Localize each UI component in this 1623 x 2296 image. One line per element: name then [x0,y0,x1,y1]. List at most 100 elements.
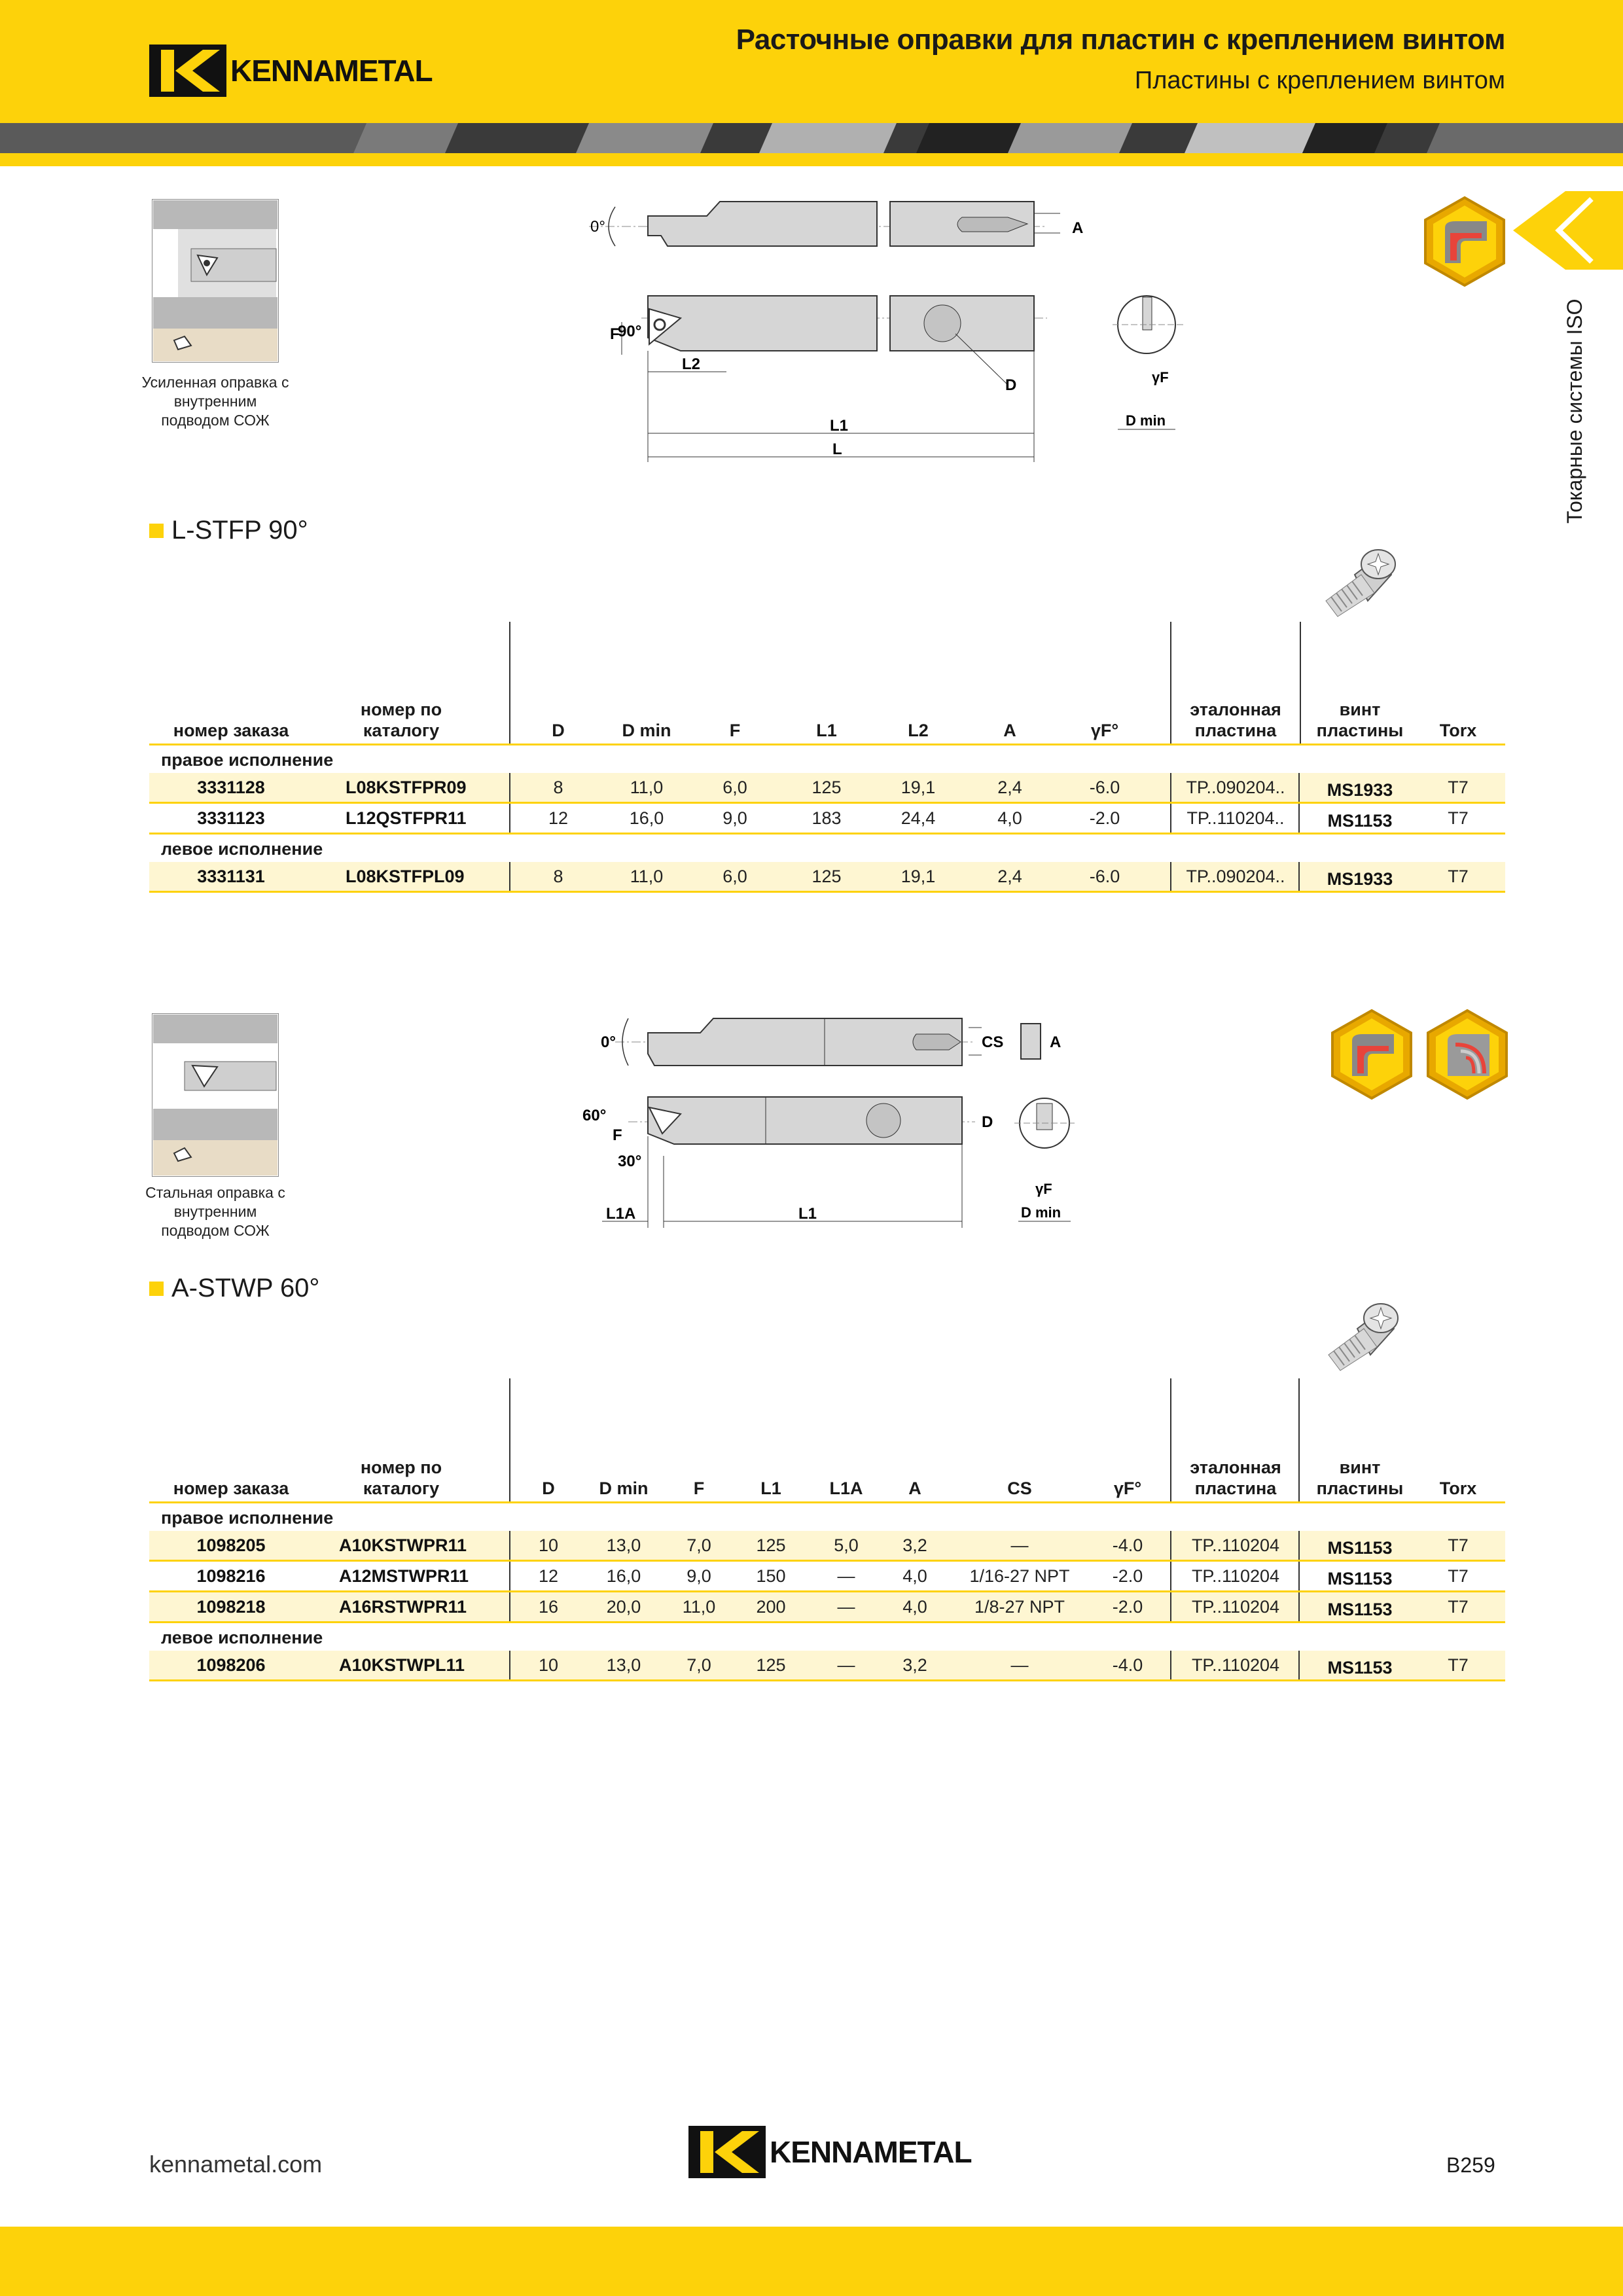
table-group-label: правое исполнение [149,745,1505,773]
table-cell: 24,4 [901,808,936,828]
table-cell: T7 [1448,1566,1469,1586]
table-cell: A10KSTWPL11 [339,1655,465,1675]
table-cell: 3331123 [197,808,265,828]
table-cell: TP..090204.. [1186,778,1285,797]
section1-table: номер заказа номер по каталогу D D min F… [149,622,1505,893]
col-cs: CS [1007,1479,1032,1498]
table-cell: TP..110204 [1191,1655,1280,1675]
table-cell: 1098216 [196,1566,266,1586]
table-cell: 150 [756,1566,786,1586]
table-cell: 2,4 [997,778,1022,797]
table-cell: 9,0 [687,1566,711,1586]
table-header: номер заказа номер по каталогу D D min F… [149,1378,1505,1503]
footer-logo[interactable]: KENNAMETAL [688,2126,972,2178]
svg-text:90°: 90° [618,323,641,340]
header-logo[interactable]: KENNAMETAL [149,45,433,97]
kennametal-k-icon [688,2126,766,2178]
table-cell: 2,4 [997,867,1022,886]
col-a: A [908,1479,921,1498]
table-cell: 6,0 [722,867,747,886]
table-cell: MS1153 [1327,1538,1393,1558]
table-cell: MS1933 [1327,869,1393,889]
screw-icon [1318,1283,1410,1374]
footer-logo-text: KENNAMETAL [770,2135,972,2169]
table-cell: T7 [1448,1597,1469,1617]
table-cell: MS1153 [1327,1600,1393,1619]
group-label-text: левое исполнение [161,1628,323,1647]
group-label-text: левое исполнение [161,839,323,859]
page-number: B259 [1446,2153,1495,2177]
col-d: D [552,721,565,740]
table-cell: A10KSTWPR11 [339,1535,467,1555]
section2-tool-drawing: 0° CS A 60° F 30° D L1A L1 γF D min [576,1005,1099,1228]
table-cell: TP..110204 [1191,1597,1280,1617]
svg-text:0°: 0° [590,218,605,236]
section1-title: L-STFP 90° [171,516,308,545]
table-cell: 8 [553,778,563,797]
table-cell: TP..110204 [1191,1566,1280,1586]
table-cell: 7,0 [687,1535,711,1555]
table-cell: 16,0 [606,1566,641,1586]
table-cell: 19,1 [901,867,936,886]
table-cell: -2.0 [1089,808,1120,828]
col-order-no: номер заказа [173,1479,289,1498]
col-l1a: L1A [829,1479,863,1498]
section1-heading: L-STFP 90° [149,516,308,545]
screw-icon [1315,529,1407,620]
svg-text:A: A [1072,219,1083,237]
table-cell: -6.0 [1089,867,1120,886]
section2-caption: Стальная оправка с внутренним подводом С… [145,1184,285,1239]
table-cell: L08KSTFPL09 [346,867,465,886]
table-cell: L08KSTFPR09 [346,778,467,797]
table-cell: 8 [553,867,563,886]
svg-text:D min: D min [1021,1204,1061,1221]
table-cell: L12QSTFPR11 [346,808,467,828]
table-cell: T7 [1448,778,1469,797]
table-cell: 20,0 [606,1597,641,1617]
table-cell: — [837,1597,855,1617]
table-cell: 4,0 [902,1566,927,1586]
section2-heading: A-STWP 60° [149,1274,319,1303]
svg-text:D min: D min [1126,412,1166,429]
table-cell: 125 [812,867,842,886]
table-cell: 13,0 [606,1535,641,1555]
col-torx: Torx [1439,721,1477,740]
table-cell: T7 [1448,867,1469,886]
col-gammaf: γF° [1090,721,1119,740]
section2-title: A-STWP 60° [171,1274,320,1302]
table-cell: 16,0 [629,808,664,828]
table-cell: 9,0 [722,808,747,828]
table-group-label: левое исполнение [149,1623,1505,1651]
table-cell: 19,1 [901,778,936,797]
table-cell: MS1153 [1327,1658,1393,1677]
col-torx: Torx [1439,1479,1477,1498]
svg-text:L1: L1 [830,417,848,435]
table-cell: -2.0 [1112,1566,1143,1586]
table-cell: — [837,1655,855,1675]
group-label-text: правое исполнение [161,1508,334,1528]
col-catalog-no: номер по каталогу [360,700,442,740]
table-cell: 12 [538,1566,559,1586]
table-cell: TP..110204 [1191,1535,1280,1555]
table-cell: 3,2 [902,1655,927,1675]
table-cell: 183 [812,808,842,828]
section1-thumbnail [151,198,279,363]
group-label-text: правое исполнение [161,750,334,770]
table-cell: 125 [756,1655,786,1675]
section1-caption: Усиленная оправка с внутренним подводом … [141,374,289,429]
table-cell: 11,0 [682,1597,716,1617]
svg-text:L1A: L1A [606,1205,635,1223]
footer-url[interactable]: kennametal.com [149,2151,323,2178]
table-cell: -4.0 [1112,1535,1143,1555]
table-cell: TP..110204.. [1186,808,1285,828]
table-cell: 3331131 [197,867,265,886]
table-cell: TP..090204.. [1186,867,1285,886]
